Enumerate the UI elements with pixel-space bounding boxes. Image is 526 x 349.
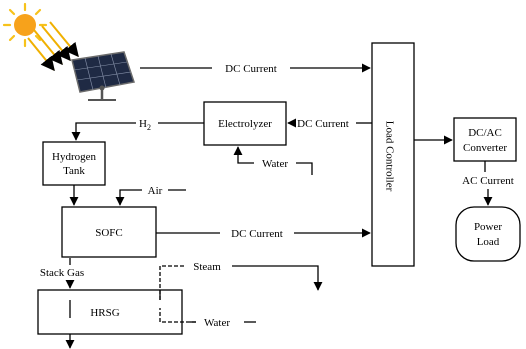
hrsg-box (37, 289, 183, 335)
load-controller-box (371, 42, 415, 267)
stack-gas-label: Stack Gas (40, 267, 84, 279)
dc-current-sofc-label: DC Current (231, 228, 283, 240)
flow-steam: Steam (159, 261, 323, 300)
load-controller-label: Load Controller (383, 121, 395, 192)
flow-water-hrsg: Water (159, 308, 256, 329)
water-electrolyzer-label: Water (262, 158, 288, 170)
solar-panel-icon (71, 51, 135, 101)
hydrogen-tank-box (42, 141, 106, 186)
hydrogen-tank-label-line2: Tank (63, 165, 85, 177)
flow-pv-dc-current: DC Current (140, 63, 371, 75)
flow-water-electrolyzer: Water (233, 146, 313, 175)
dc-ac-converter-box (453, 117, 517, 162)
sun-icon (2, 2, 48, 48)
dc-ac-converter-label-line2: Converter (463, 142, 507, 154)
sofc-box (61, 206, 157, 258)
sofc-label: SOFC (95, 227, 123, 239)
power-load-label-line1: Power (474, 221, 502, 233)
air-label: Air (148, 185, 163, 197)
power-load-label-line2: Load (477, 236, 500, 248)
h2-label: H2 (139, 118, 151, 132)
flow-h2: H2 (71, 118, 204, 141)
flow-air: Air (115, 185, 186, 206)
hydrogen-tank-label-line1: Hydrogen (52, 151, 96, 163)
steam-label: Steam (193, 261, 221, 273)
dc-current-pv-label: DC Current (225, 63, 277, 75)
power-load-box (455, 206, 521, 262)
flow-stack-gas: Stack Gas (40, 258, 84, 349)
water-hrsg-label: Water (204, 317, 230, 329)
electrolyzer-box (203, 101, 287, 146)
electrolyzer-label: Electrolyzer (218, 118, 272, 130)
flow-electrolyzer-dc-current: DC Current (287, 118, 372, 130)
ac-current-label: AC Current (462, 175, 514, 187)
dc-ac-converter-label-line1: DC/AC (468, 127, 502, 139)
flow-ac-current: AC Current (462, 161, 514, 206)
dc-current-electrolyzer-label: DC Current (297, 118, 349, 130)
sunlight-beams (27, 21, 79, 72)
flow-sofc-dc-current: DC Current (156, 228, 371, 240)
hrsg-label: HRSG (90, 307, 119, 319)
